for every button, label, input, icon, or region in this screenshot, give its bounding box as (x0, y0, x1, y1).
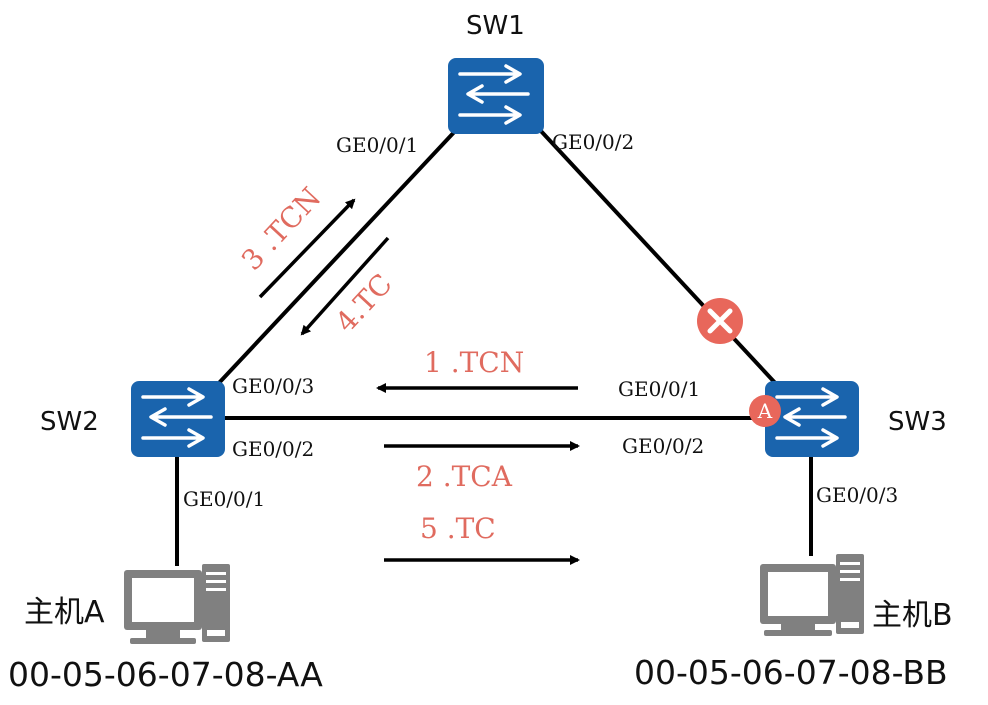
link-sw1-sw3 (538, 128, 780, 388)
switch-sw3 (765, 381, 859, 457)
port-sw3-ge3: GE0/0/3 (816, 483, 898, 507)
blocked-x-icon (697, 298, 743, 344)
message-1-label: 1 .TCN (424, 346, 524, 379)
sw3-badge-label: A (757, 399, 773, 423)
port-sw1-ge1: GE0/0/1 (336, 133, 418, 157)
port-sw1-ge2: GE0/0/2 (552, 130, 634, 154)
host-b-mac: 00-05-06-07-08-BB (634, 653, 948, 692)
sw1-label: SW1 (466, 11, 525, 41)
link-sw1-sw2 (216, 126, 460, 386)
port-sw2-ge3: GE0/0/3 (232, 374, 314, 398)
switch-sw1 (448, 58, 544, 134)
computer-icon (124, 564, 230, 644)
port-sw3-ge2: GE0/0/2 (622, 434, 704, 458)
sw3-label: SW3 (888, 407, 947, 437)
port-sw3-ge1: GE0/0/1 (618, 377, 700, 401)
links (175, 126, 813, 566)
computer-icon (760, 554, 864, 636)
switch-icon (131, 381, 225, 457)
sw2-label: SW2 (40, 407, 99, 437)
host-a-label: 主机A (24, 595, 105, 630)
arrow-4-tc (300, 236, 390, 336)
message-3-label: 3 .TCN (235, 181, 327, 277)
arrow-3-tcn (258, 198, 356, 299)
message-2-label: 2 .TCA (416, 460, 513, 493)
switch-icon (765, 381, 859, 457)
message-arrows (258, 198, 580, 565)
host-a-mac: 00-05-06-07-08-AA (8, 655, 323, 694)
port-sw2-ge2: GE0/0/2 (232, 437, 314, 461)
switch-sw2 (131, 381, 225, 457)
port-sw2-ge1: GE0/0/1 (183, 487, 265, 511)
message-4-label: 4.TC (329, 267, 399, 338)
host-b-label: 主机B (872, 598, 953, 633)
host-a (124, 564, 230, 644)
message-5-label: 5 .TC (420, 512, 496, 545)
host-b (760, 554, 864, 636)
switch-icon (448, 58, 544, 134)
sw3-badge: A (749, 395, 781, 427)
